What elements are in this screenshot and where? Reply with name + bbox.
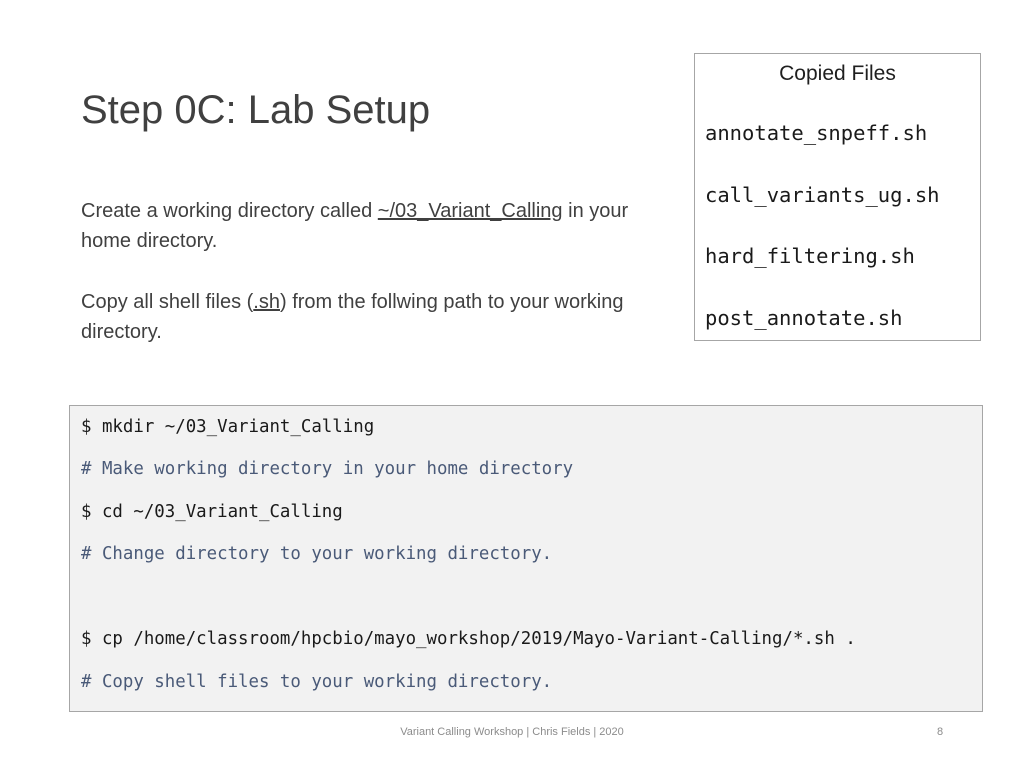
file-item: post_annotate.sh <box>705 306 903 330</box>
file-item: hard_filtering.sh <box>705 244 915 268</box>
slide-footer: Variant Calling Workshop | Chris Fields … <box>400 726 624 738</box>
copied-files-heading: Copied Files <box>779 62 896 85</box>
code-command-line: $ cp /home/classroom/hpcbio/mayo_worksho… <box>81 629 856 649</box>
page-number: 8 <box>936 726 944 738</box>
code-block: $ mkdir ~/03_Variant_Calling # Make work… <box>69 405 983 712</box>
file-item: call_variants_ug.sh <box>705 183 940 207</box>
copied-files-box: Copied Files annotate_snpeff.sh call_var… <box>694 53 981 341</box>
code-command-line: $ mkdir ~/03_Variant_Calling <box>81 417 375 437</box>
file-item: annotate_snpeff.sh <box>705 121 928 145</box>
code-comment-line: # Change directory to your working direc… <box>81 544 553 564</box>
directory-name-highlight: ~/03_Variant_Calling <box>377 200 563 222</box>
code-command-line: $ cd ~/03_Variant_Calling <box>81 502 343 522</box>
code-comment-line: # Make working directory in your home di… <box>81 459 574 479</box>
instruction-text: ) from the follwing path to your working… <box>81 291 624 343</box>
slide-title: Step 0C: Lab Setup <box>81 88 431 132</box>
instruction-text: in your home directory. <box>81 200 629 252</box>
instruction-create-directory: Create a working directory called ~/03_V… <box>81 196 681 256</box>
code-comment-line: # Copy shell files to your working direc… <box>81 672 553 692</box>
file-extension-highlight: .sh <box>253 291 280 313</box>
instruction-text: Copy all shell files ( <box>81 291 254 313</box>
instruction-text: Create a working directory called <box>81 200 378 222</box>
instruction-copy-files: Copy all shell files (.sh) from the foll… <box>81 287 681 347</box>
